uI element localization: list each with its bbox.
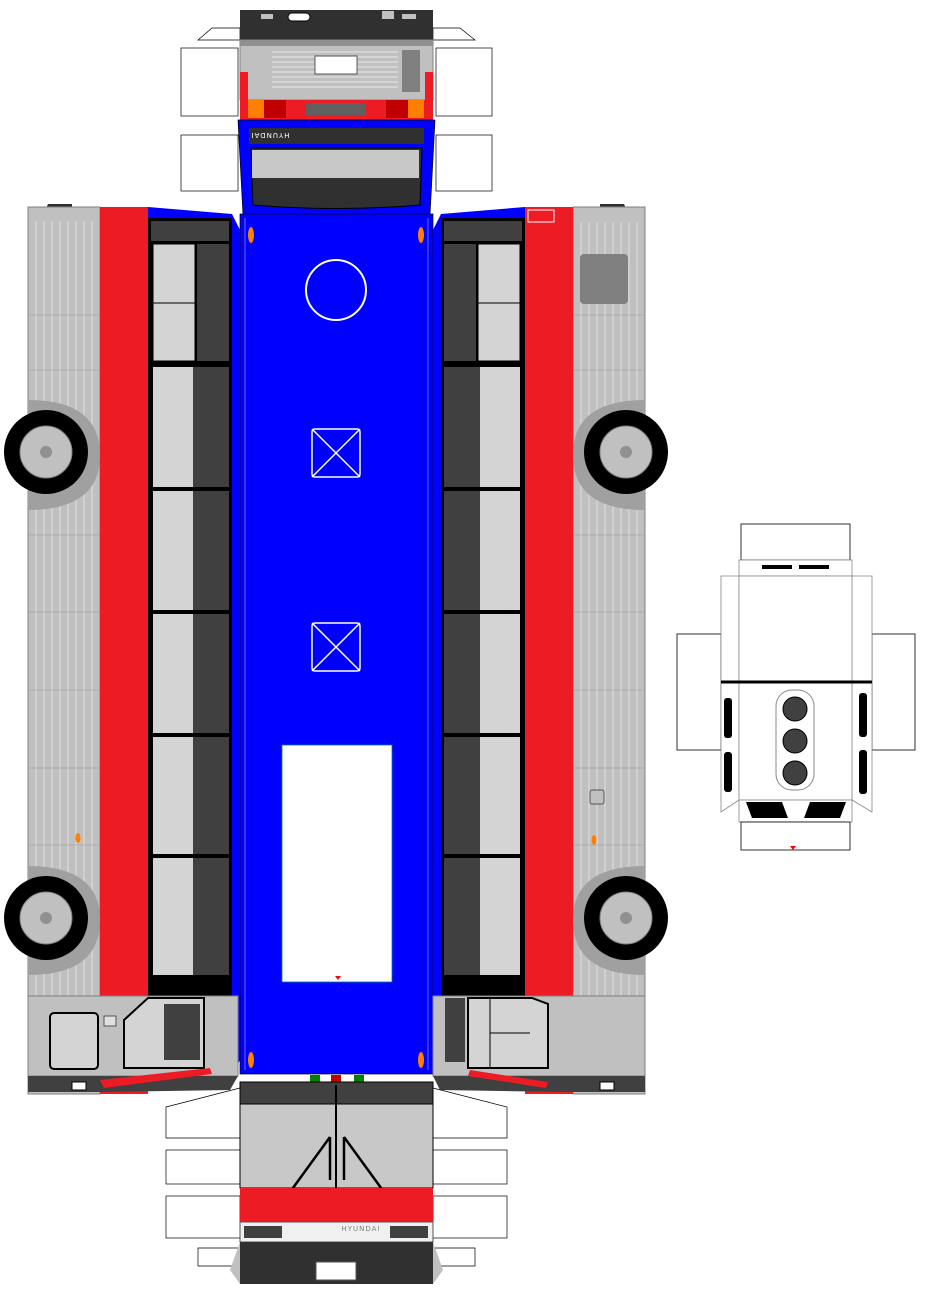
roof-hatch-round (305, 259, 367, 321)
front-red-band (240, 1188, 433, 1222)
glue-tab (432, 27, 476, 41)
rear-lamp-left (264, 100, 286, 118)
ac-fan (782, 760, 808, 786)
glue-tab (432, 1195, 508, 1239)
glue-tab (165, 1195, 241, 1239)
right-window (444, 367, 520, 975)
left-side-panel (4, 204, 240, 1095)
rear-license-plate (314, 55, 358, 75)
ac-fan (782, 728, 808, 754)
front-panel (165, 1081, 508, 1284)
wiper (288, 1136, 386, 1193)
glue-tab (435, 134, 493, 192)
left-window (153, 367, 229, 975)
rear-vent (287, 12, 311, 22)
left-access-door (49, 1012, 99, 1070)
left-red-stripe (100, 207, 148, 1094)
rear-lamp-right (408, 100, 424, 118)
ac-fan (782, 696, 808, 722)
roof-hatch-square (311, 622, 361, 672)
right-side-panel (432, 204, 668, 1095)
wheel (4, 876, 88, 960)
wheel (584, 876, 668, 960)
rear-lamp-left (248, 100, 264, 118)
right-red-stripe (525, 207, 573, 1094)
roof-panel (239, 213, 434, 1082)
glue-tab (180, 47, 239, 117)
ac-unit-net (676, 523, 916, 851)
glue-tab (165, 1149, 241, 1185)
glue-tab (180, 134, 239, 192)
wheel (584, 410, 668, 494)
front-license-plate (315, 1261, 357, 1281)
roof-hatch-square (311, 428, 361, 478)
glue-tab (435, 47, 493, 117)
rear-lamp-right (386, 100, 408, 118)
rear-panel (180, 10, 493, 216)
wheel (4, 410, 88, 494)
rear-red-band (240, 72, 248, 120)
rear-grille (402, 50, 420, 92)
right-engine-grille (580, 254, 628, 304)
front-brand-text: HYUNDAI (341, 1225, 381, 1233)
glue-tab (432, 1149, 508, 1185)
glue-tab (197, 27, 241, 41)
rear-brand-text: HYUNDAI (250, 131, 290, 139)
roof-ac-unit-cutout (281, 744, 393, 983)
